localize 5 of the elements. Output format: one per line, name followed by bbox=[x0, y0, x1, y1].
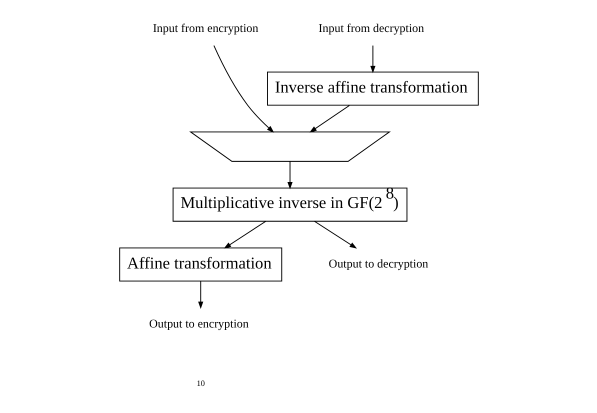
node-text: Output to encryption bbox=[148, 316, 248, 330]
label: 10 bbox=[196, 379, 204, 388]
node-text: Output to decryption bbox=[328, 256, 428, 271]
node-text: Input from encryption bbox=[152, 20, 258, 35]
node-text: Input from decryption bbox=[318, 20, 424, 35]
